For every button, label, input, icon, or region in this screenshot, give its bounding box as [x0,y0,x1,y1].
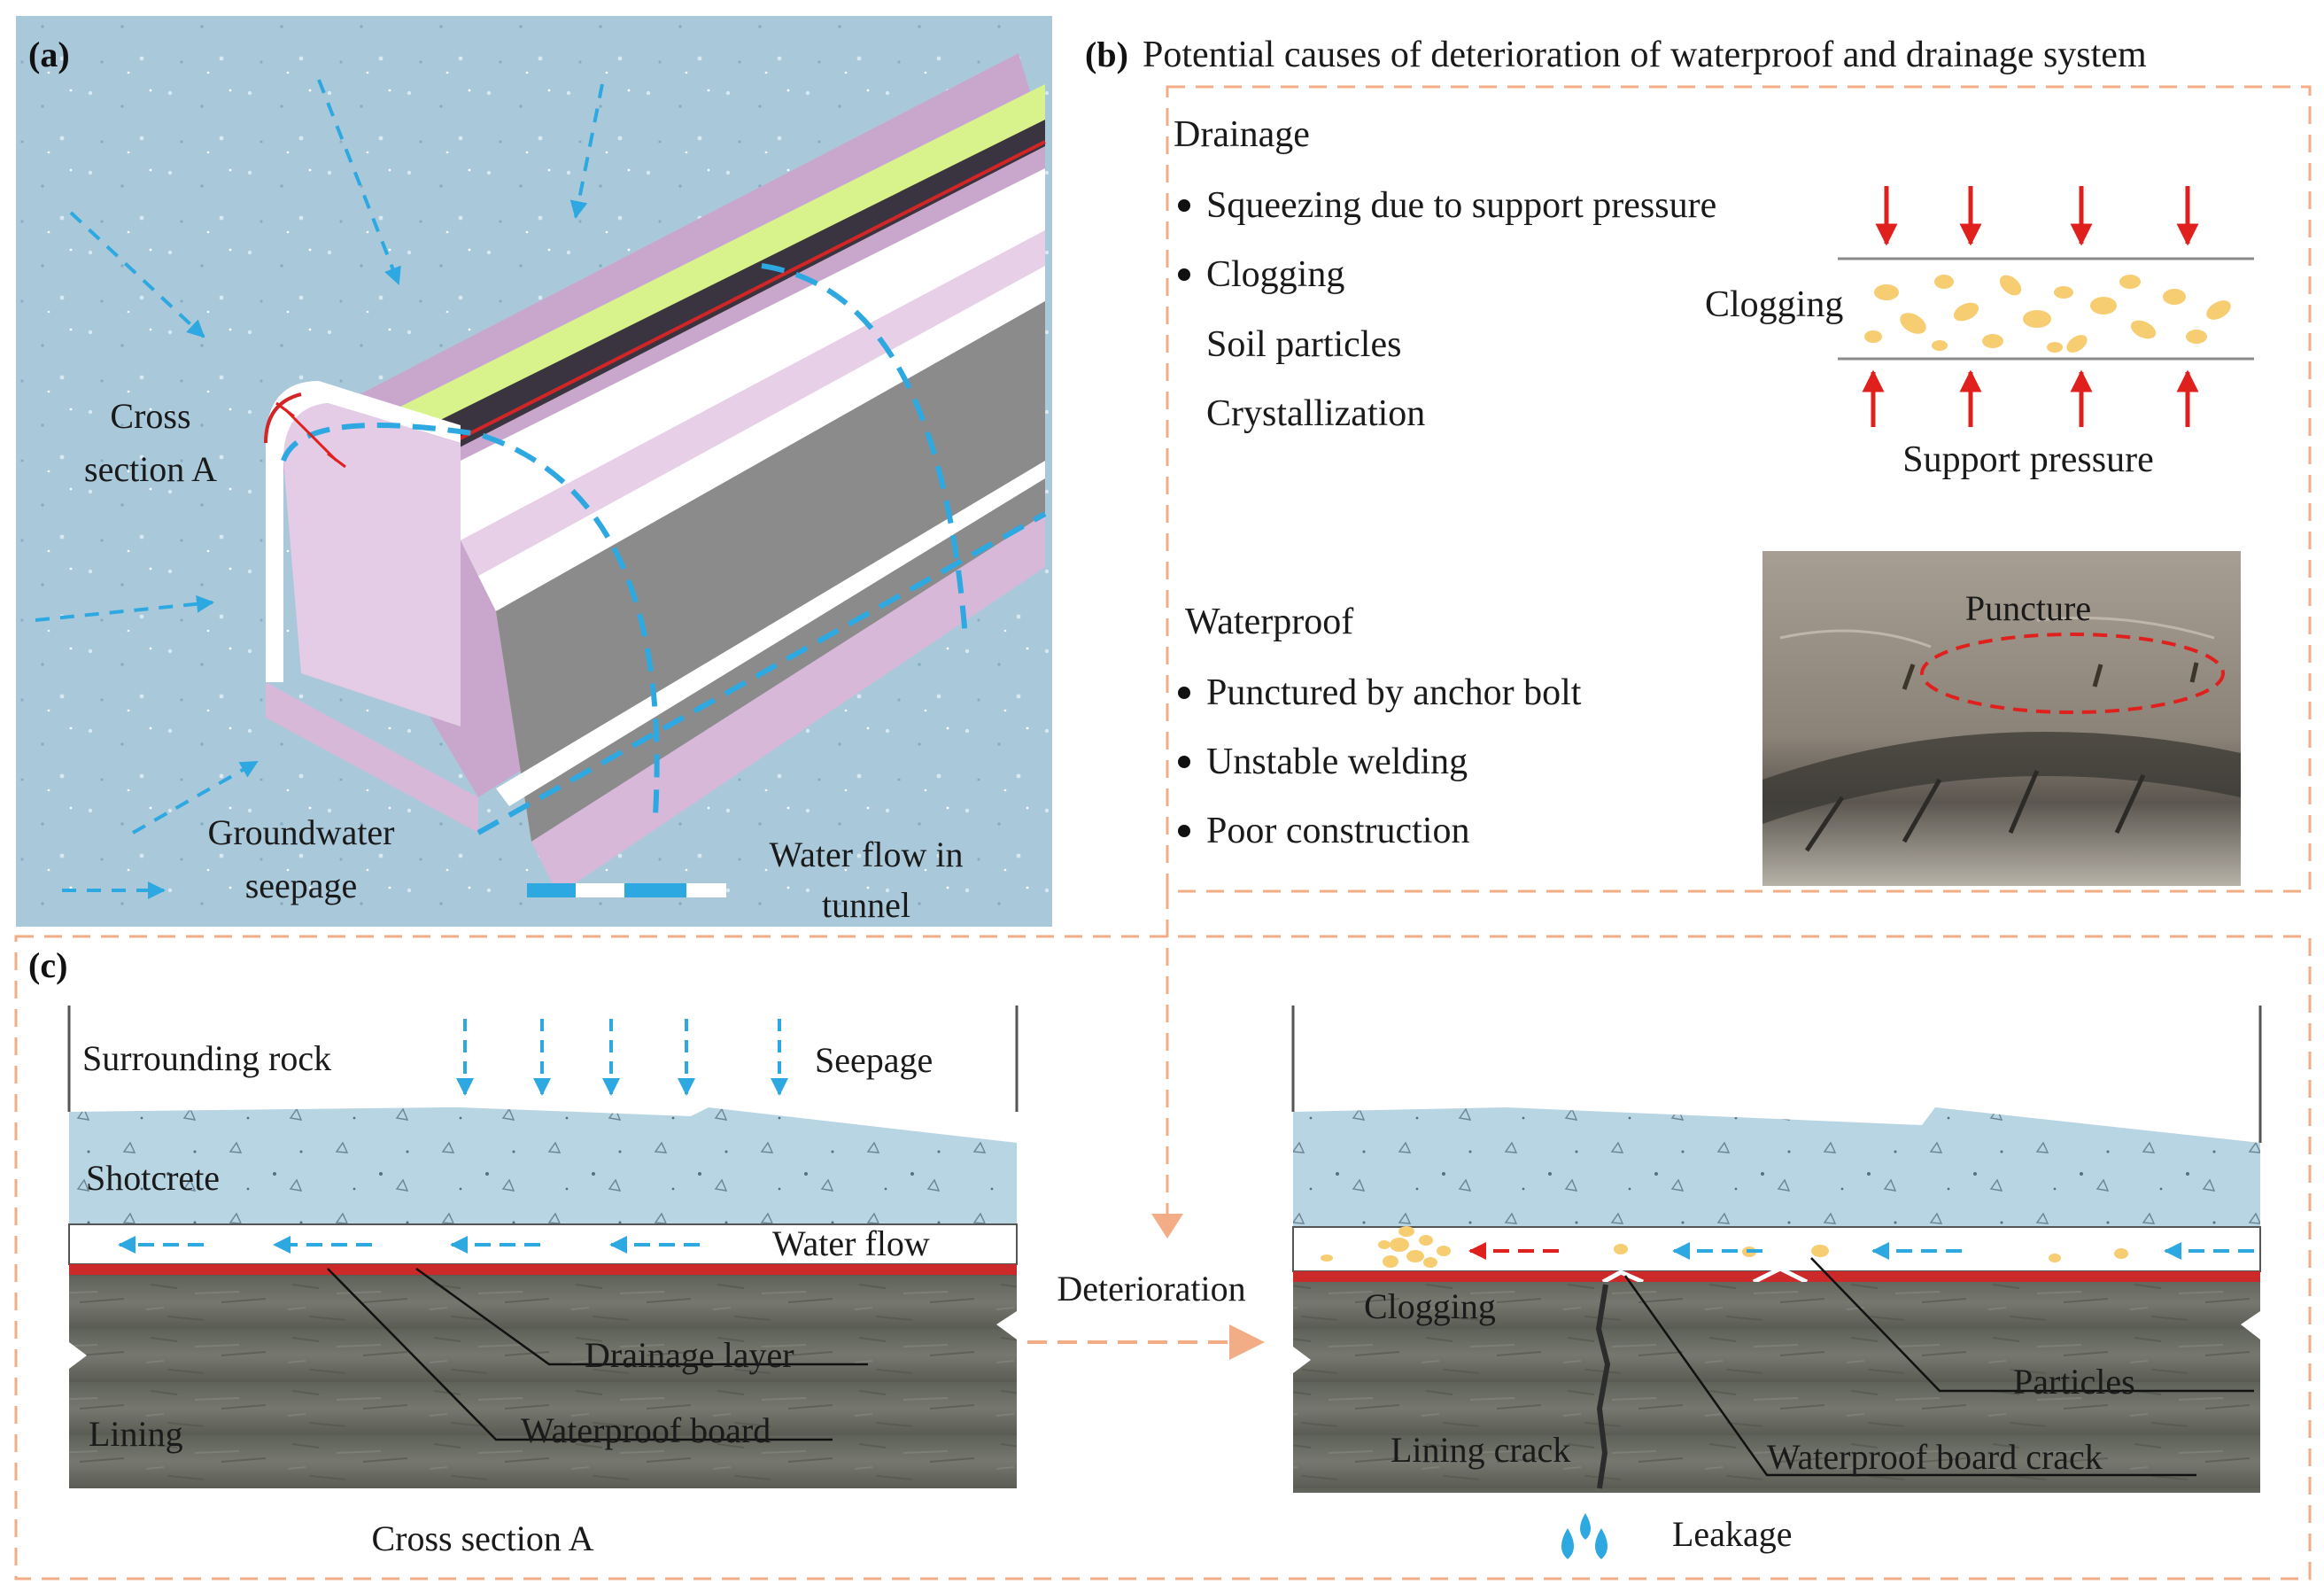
section-ring-1 [281,423,660,816]
waterproof-board-label: Waterproof board [521,1410,771,1450]
cross-section-label-1: Cross [110,396,190,436]
waterproof-board-leader [327,1268,833,1441]
tunnel-crown-green [381,84,1045,461]
waterproof-red-line [415,140,1046,462]
tunnel-white-band-2 [478,266,1045,611]
waterproof-board-deteriorated [1293,1271,2260,1282]
tunnel-base-white [496,461,1045,806]
bullet-icon [1178,825,1190,837]
tunnel-dark-band [403,120,1045,465]
deterioration-arrowhead [1229,1324,1265,1360]
support-pressure-label: Support pressure [1902,439,2153,480]
shotcrete-layer [69,1107,1017,1224]
cross-section-label-2: section A [84,449,217,489]
water-flow-label: Water flow [772,1223,930,1263]
shotcrete-label: Shotcrete [86,1158,220,1198]
lining-layer [69,1275,1017,1488]
cross-section-caption: Cross section A [371,1518,593,1558]
waterproof-heading: Waterproof [1185,602,1353,642]
panel-a-label: (a) [28,35,70,74]
clogging-schematic-label: Clogging [1705,284,1843,325]
flow-arrow-icon [69,211,205,338]
panel-c: (c) Surrounding [14,935,2312,1580]
deterioration-label: Deterioration [1057,1269,1245,1309]
puncture-photo [1762,551,2241,886]
section-base-line [476,511,1047,835]
panel-b-label: (b) [1085,35,1128,74]
surrounding-rock-label: Surrounding rock [82,1038,331,1078]
waterproof-board-crack [1601,1266,1809,1285]
lining-layer-deteriorated [1293,1282,2260,1493]
drainage-heading: Drainage [1174,114,1310,155]
clog-particle-icon [1864,275,2231,353]
lining-crack-label: Lining crack [1391,1430,1570,1470]
drainage-item-squeezing: Squeezing due to support pressure [1206,185,1716,226]
bullet-icon [1178,756,1190,768]
puncture-label: Puncture [1965,588,2091,628]
waterproof-board-crack-label: Waterproof board crack [1767,1437,2103,1477]
tunnel-pink-band [461,230,1045,576]
flow-arrow-icon [35,594,214,622]
bullet-icon [1178,268,1190,281]
water-flow-label-1: Water flow in [770,835,964,874]
thickness-indicator [283,408,338,462]
cross-section-intact [67,1006,1019,1488]
flow-arrow-icon [317,79,401,285]
panel-c-label: (c) [28,945,67,985]
lining-crack [1595,1284,1611,1489]
arch-base [266,682,478,833]
panel-b-frame [1166,85,2312,893]
clogging-label: Clogging [1364,1286,1496,1326]
drainage-item-soil: Soil particles [1206,324,1401,365]
drainage-item-clogging: Clogging [1206,254,1344,295]
shotcrete-layer-deteriorated [1293,1107,2260,1227]
seepage-label: Seepage [815,1040,933,1080]
drainage-layer-leader [415,1267,868,1366]
tunnel-white-band-1 [425,168,1045,540]
waterproof-item-welding: Unstable welding [1206,742,1468,782]
waterproof-crack-leader [1623,1275,2196,1477]
connector-arrowhead [1151,1214,1183,1239]
panel-b-title: Potential causes of deterioration of wat… [1143,35,2147,75]
drainage-layer-deteriorated [1292,1226,2261,1272]
water-drop-icon [1561,1513,1607,1559]
drainage-layer-label: Drainage layer [585,1335,794,1375]
tunnel-3d-model [264,53,1047,895]
drainage-item-crystallization: Crystallization [1206,393,1425,434]
water-flow-label-2: tunnel [822,885,910,925]
cross-section-deteriorated [1291,1006,2262,1559]
groundwater-label-2: seepage [245,866,358,905]
seepage-arrows-a [35,79,604,835]
clog-particle-icon [1321,1226,2128,1268]
clogging-schematic [1838,186,2254,427]
arch-red-edge [264,392,302,444]
tunnel-base-pink [531,514,1045,895]
bullet-icon [1178,687,1190,699]
waterproof-item-anchor: Punctured by anchor bolt [1206,672,1582,713]
panel-a: (a) Cross section A Groundwater seepage … [16,16,1052,927]
section-ring-2 [761,263,968,639]
arch-face-inner [283,403,461,726]
waterproof-item-construction: Poor construction [1206,811,1469,851]
legend-water-flow-bar [527,883,726,897]
particles-label: Particles [2013,1362,2135,1402]
panel-c-frame [14,935,2312,1580]
flow-arrow-icon [569,83,604,219]
particles-leader [1810,1257,2254,1393]
lining-label: Lining [89,1414,183,1454]
panel-b: (b) Potential causes of deterioration of… [1085,35,2312,893]
waterproof-board [69,1264,1017,1275]
leakage-label: Leakage [1672,1514,1792,1554]
bullet-icon [1178,199,1190,212]
groundwater-label-1: Groundwater [207,812,394,852]
seepage-arrows-c [456,1019,788,1096]
